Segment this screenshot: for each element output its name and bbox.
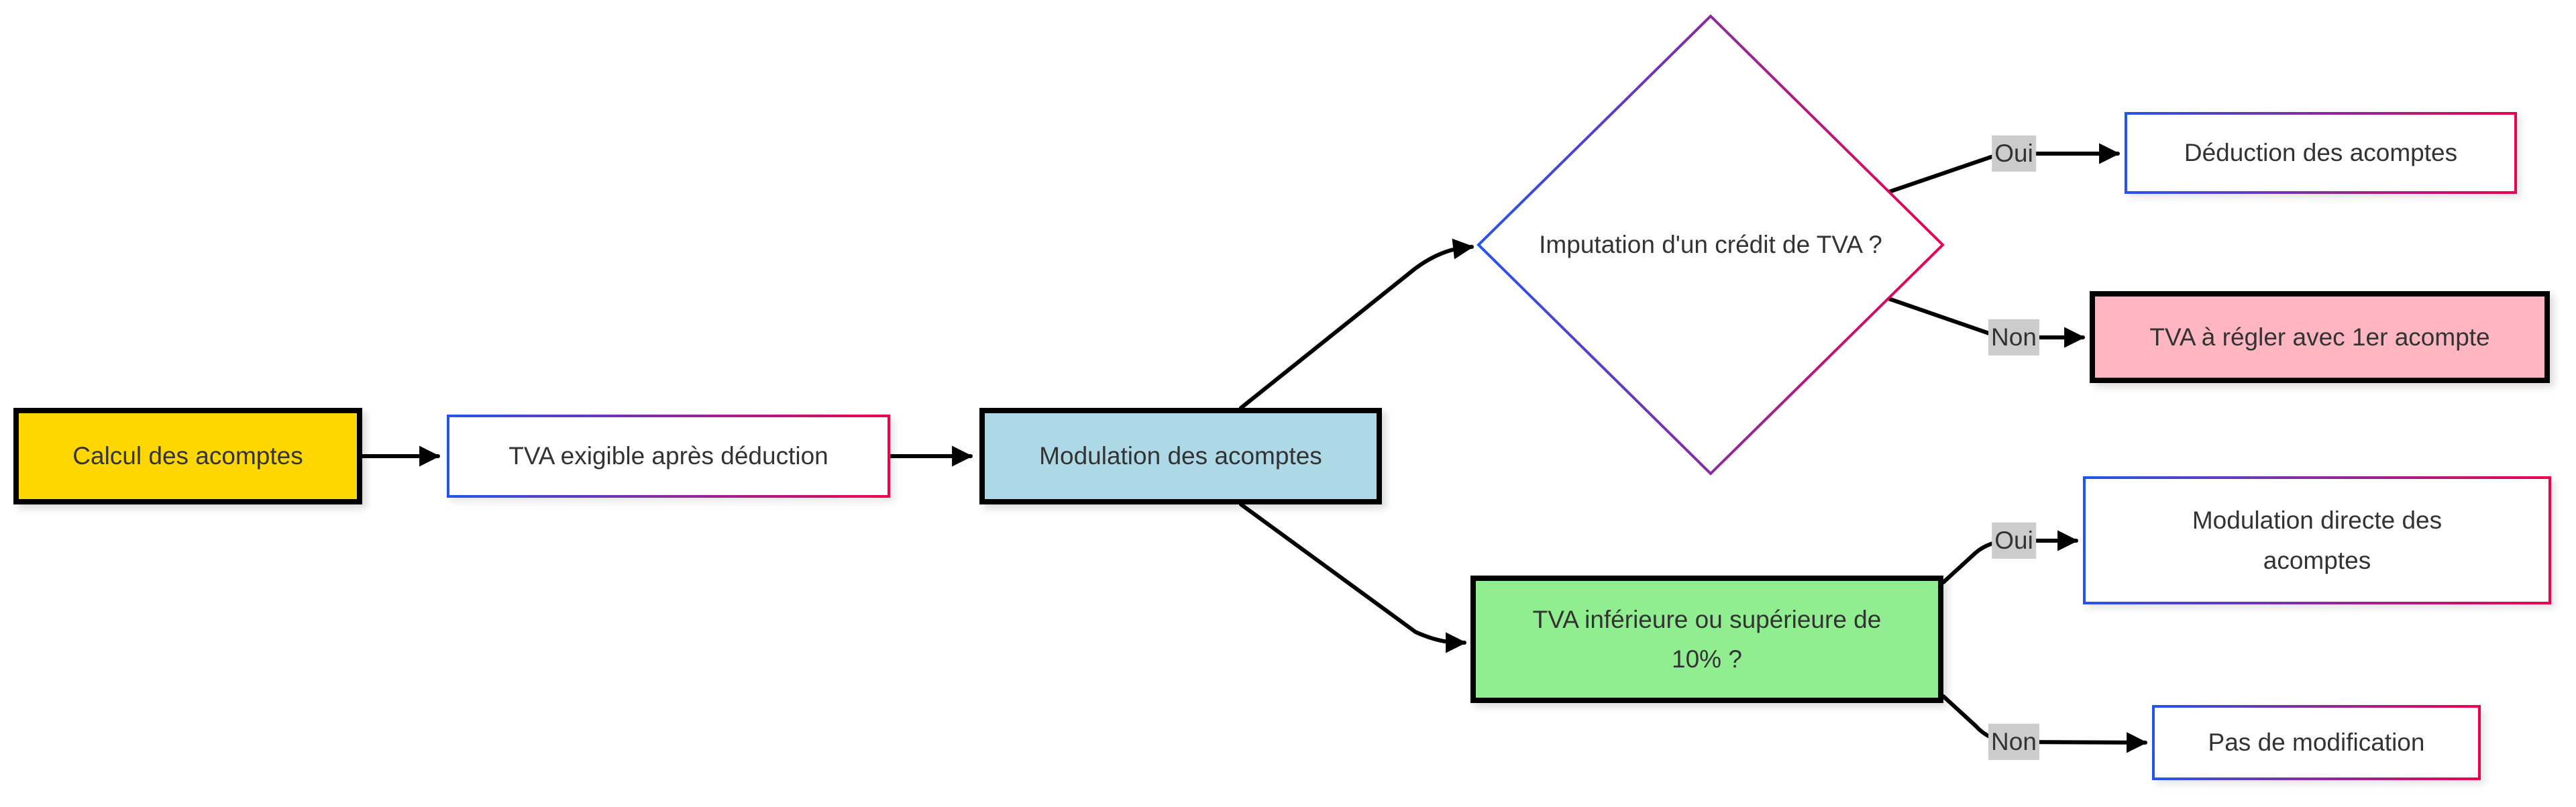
node-label: Modulation des acomptes: [1039, 442, 1322, 470]
node-label: Modulation directe des acomptes: [2192, 506, 2443, 574]
edge-modulation-to-credit-tva: [1239, 238, 1474, 410]
node-calcul-des-acomptes: Calcul des acomptes: [13, 408, 362, 504]
decision-diamond-credit-tva: [1477, 14, 1945, 476]
node-label: Calcul des acomptes: [72, 442, 303, 470]
node-label: TVA à régler avec 1er acompte: [2149, 323, 2490, 351]
edge-modulation-to-tva-10: [1239, 502, 1467, 653]
node-tva-a-regler: TVA à régler avec 1er acompte: [2090, 291, 2550, 383]
edge-credit-tva-non-to-tva-regler: [1884, 296, 2086, 348]
node-modulation-directe: Modulation directe des acomptes: [2083, 476, 2551, 604]
node-label: TVA inférieure ou supérieure de 10% ?: [1532, 605, 1882, 673]
node-modulation-des-acomptes: Modulation des acomptes: [979, 408, 1382, 504]
node-deduction-des-acomptes: Déduction des acomptes: [2125, 112, 2517, 194]
node-pas-de-modification: Pas de modification: [2152, 705, 2481, 780]
node-label: Déduction des acomptes: [2184, 139, 2458, 167]
node-label: TVA exigible après déduction: [508, 442, 828, 470]
edge-label-non-10: Non: [1988, 723, 2039, 761]
node-label-credit-tva: Imputation d'un crédit de TVA ?: [1539, 231, 1882, 258]
node-tva-exigible: TVA exigible après déduction: [447, 415, 890, 498]
edge-label-non-credit: Non: [1988, 319, 2039, 356]
node-tva-inferieure-superieure: TVA inférieure ou supérieure de 10% ?: [1470, 576, 1943, 703]
node-label: Pas de modification: [2208, 729, 2425, 757]
edge-label-oui-10: Oui: [1992, 522, 2036, 559]
edge-label-oui-credit: Oui: [1992, 135, 2036, 172]
edge-tva-10-non-to-pas-modification: [1941, 694, 2148, 753]
